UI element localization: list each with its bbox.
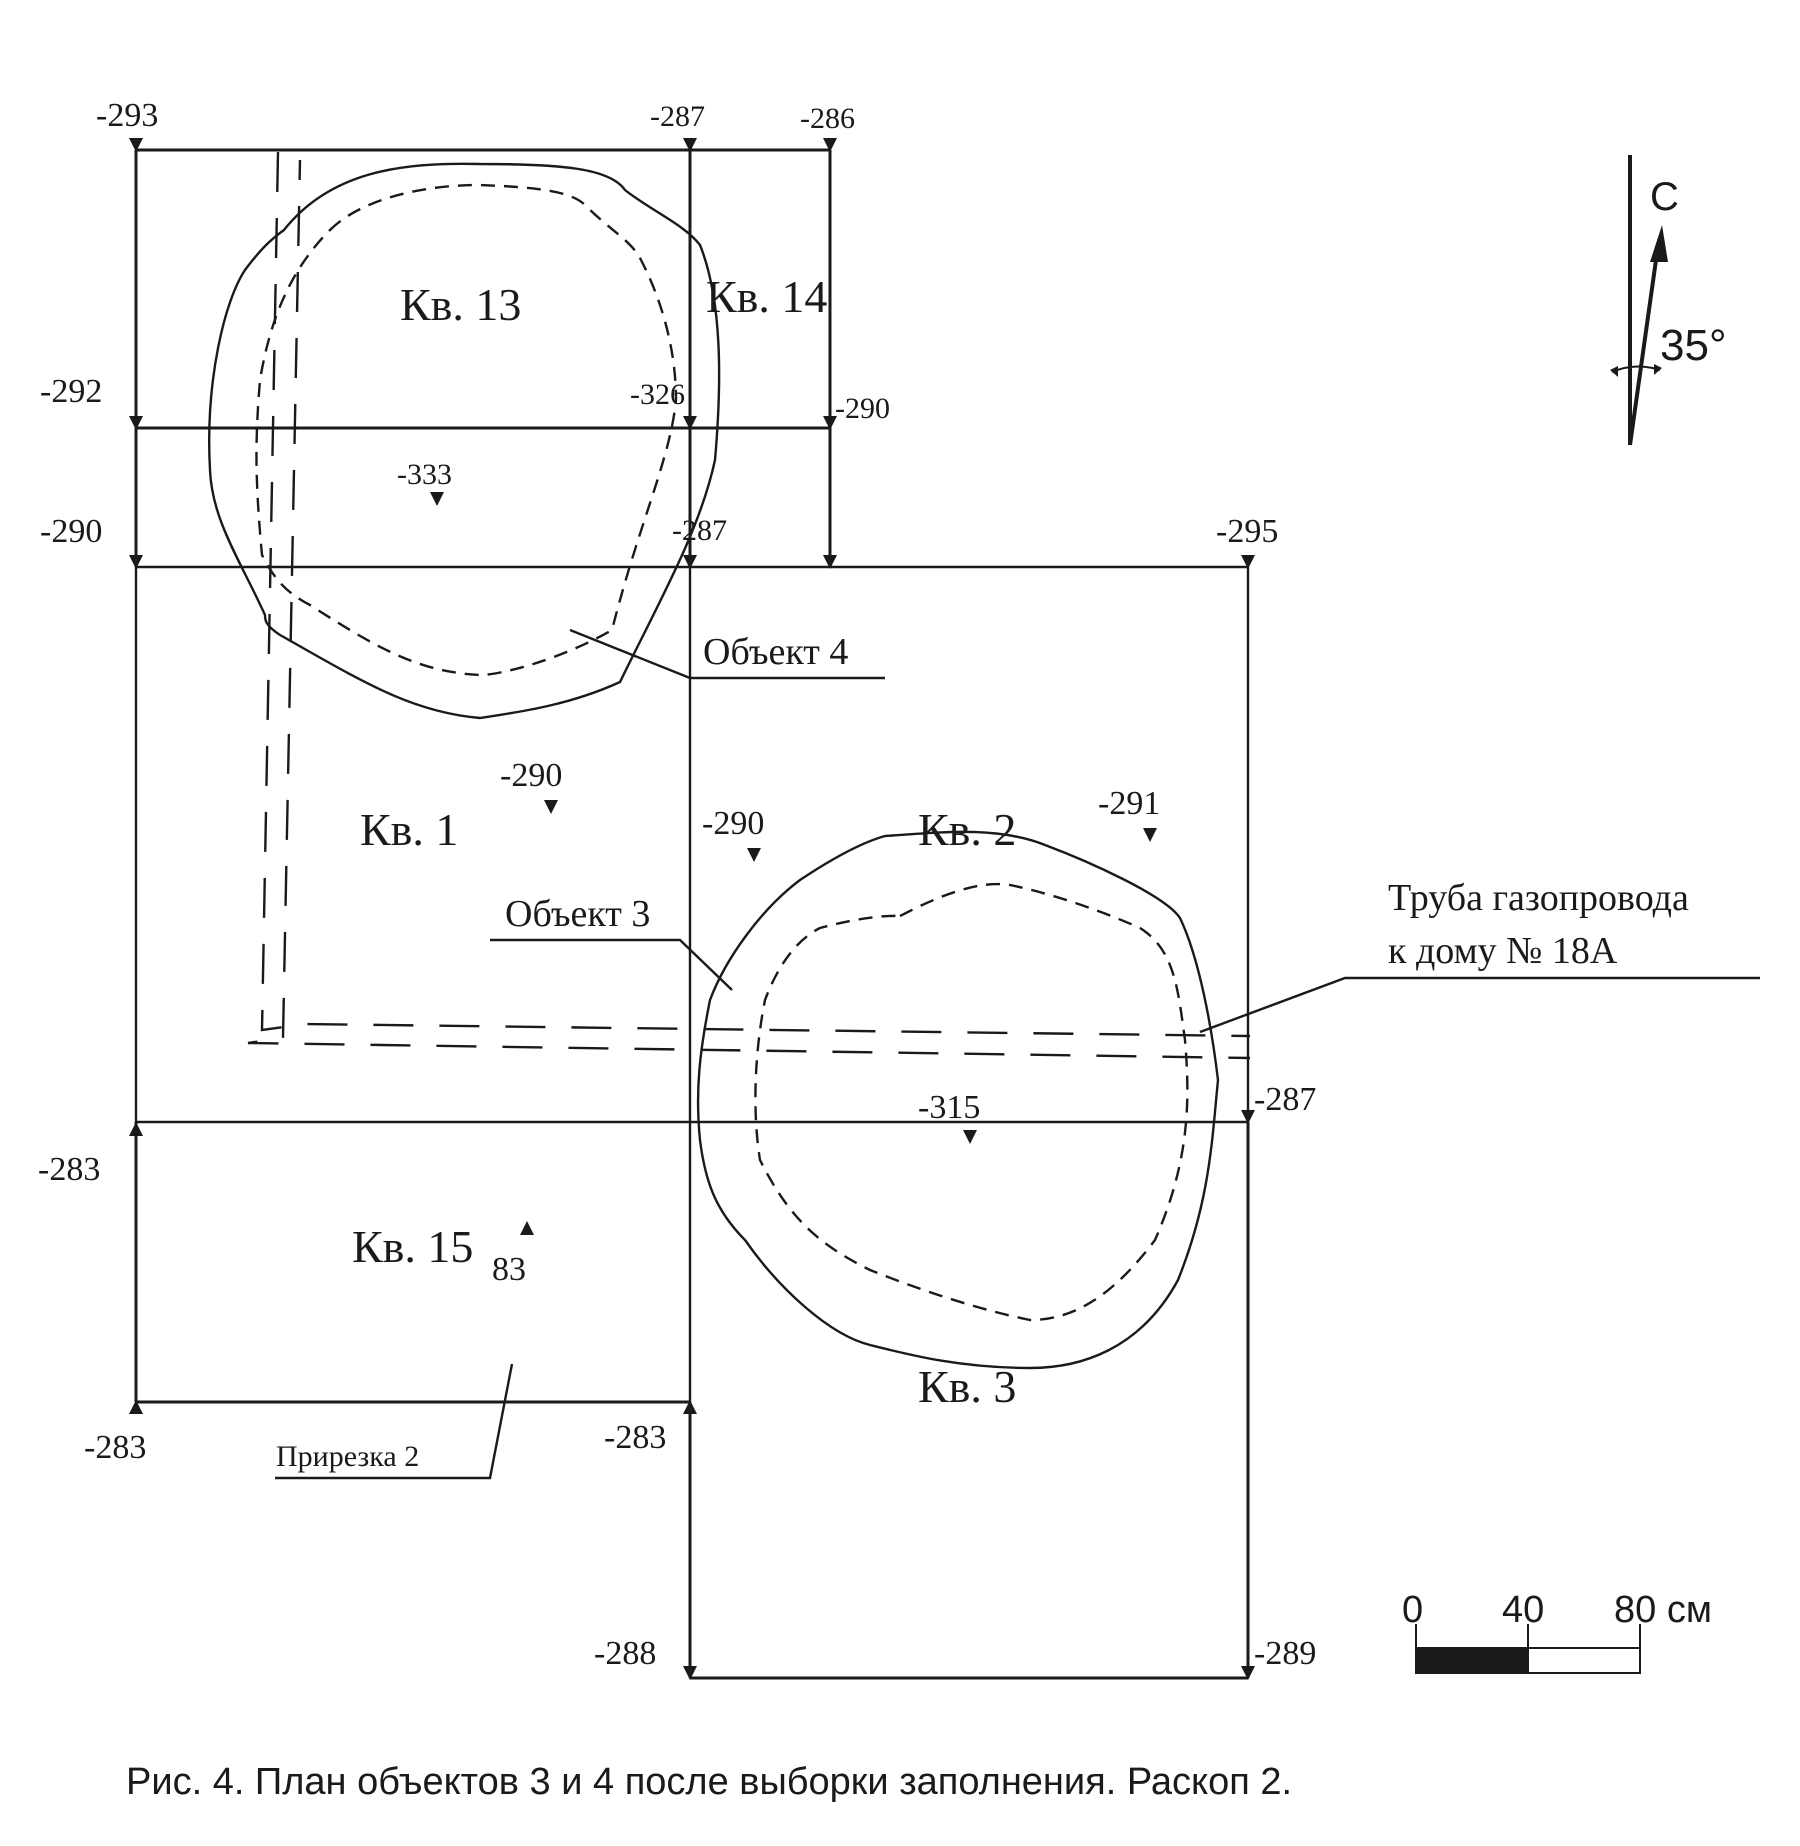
label-kv15: Кв. 15 [352,1221,473,1272]
depth-mark: -290 [500,757,562,794]
label-gas-pipe-line-2: к дому № 18А [1388,930,1618,972]
marker-triangle-up [129,1122,143,1136]
label-kv2: Кв. 2 [918,804,1016,855]
depth-mark: -291 [1098,785,1160,822]
leader-lines [275,628,1760,1480]
marker-triangle-up [520,1221,534,1235]
depth-mark: -287 [672,514,727,547]
object-3-outer-contour [696,830,1220,1370]
marker-triangle [430,492,444,506]
north-arrow: С 35° [1610,155,1727,446]
gas-pipe [247,151,1251,1060]
marker-triangle [1241,1666,1255,1680]
angle-label: 35° [1660,321,1727,370]
figure-caption: Рис. 4. План объектов 3 и 4 после выборк… [126,1761,1292,1803]
depth-mark: -287 [650,100,705,133]
depth-mark: -283 [604,1419,666,1456]
marker-triangle [129,416,143,430]
marker-triangle [823,138,837,152]
marker-triangle [683,555,697,569]
scale-bar-black-segment [1415,1647,1529,1674]
depth-mark: 83 [492,1251,526,1288]
label-kv13: Кв. 13 [400,279,521,330]
marker-triangle [1241,1110,1255,1124]
object-4-outer-contour [208,162,721,720]
depth-mark: -326 [630,378,685,411]
label-object-3: Объект 3 [505,893,650,935]
leader-gas-pipe [1199,976,1760,1034]
depth-mark: -333 [397,458,452,491]
angle-arc-head [1654,364,1662,375]
label-kv1: Кв. 1 [360,804,458,855]
scale-bar: 0 40 80 см [1402,1589,1712,1674]
label-gas-pipe-line-1: Труба газопровода [1388,877,1689,919]
label-prirezka: Прирезка 2 [276,1440,419,1473]
gas-pipe-line-inner [260,151,1251,1038]
square-grid [134,148,1250,1680]
marker-triangle [1143,828,1157,842]
depth-mark: -290 [835,392,890,425]
angle-arc [1611,365,1661,373]
depth-mark: -287 [1254,1081,1316,1118]
north-letter: С [1650,175,1679,219]
level-markers [129,138,1255,1680]
marker-triangle [823,416,837,430]
label-object-4: Объект 4 [703,631,848,673]
leader-object-4 [569,628,885,680]
marker-triangle [683,416,697,430]
depth-mark: -288 [594,1635,656,1672]
marker-triangle [747,848,761,862]
leader-object-3 [490,938,733,991]
depth-mark: -295 [1216,513,1278,550]
label-kv14: Кв. 14 [706,271,827,322]
scale-bar-white-segment [1527,1647,1641,1674]
depth-mark: -290 [40,513,102,550]
depth-mark: -290 [702,805,764,842]
label-kv3: Кв. 3 [918,1361,1016,1412]
angle-arc-head [1610,366,1618,377]
marker-triangle [683,1666,697,1680]
depth-mark: -286 [800,102,855,135]
depth-mark: -283 [38,1151,100,1188]
object-3-inner-contour [754,882,1189,1322]
depth-mark: -293 [96,97,158,134]
depth-mark: -315 [918,1089,980,1126]
marker-triangle-up [129,1400,143,1414]
scale-label-0: 0 [1402,1589,1423,1631]
depth-mark: -283 [84,1429,146,1466]
depth-mark: -292 [40,373,102,410]
depth-mark: -289 [1254,1635,1316,1672]
scale-label-80: 80 см [1614,1589,1712,1631]
marker-triangle [823,555,837,569]
north-direction-line [1628,259,1658,446]
marker-triangle [129,555,143,569]
marker-triangle [963,1130,977,1144]
marker-triangle-up [683,1400,697,1414]
depth-marks: -293 -287 -286 -292 -326 -290 -333 -290 … [38,97,1316,1672]
object-4-inner-contour [255,183,678,677]
marker-triangle [129,138,143,152]
marker-triangle [1241,555,1255,569]
north-arrowhead [1650,225,1668,262]
marker-triangle [683,138,697,152]
scale-label-40: 40 [1502,1589,1544,1631]
marker-triangle [544,800,558,814]
leader-prirezka [275,1363,514,1480]
